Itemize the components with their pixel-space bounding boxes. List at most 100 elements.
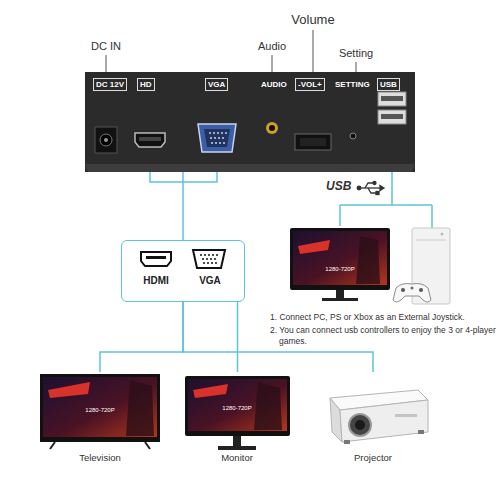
illustration-part xyxy=(202,258,204,260)
callout-label: Setting xyxy=(339,47,373,60)
illustration-part xyxy=(350,133,356,139)
projector xyxy=(330,390,428,444)
illustration-part xyxy=(378,92,406,106)
illustration-part xyxy=(395,414,417,417)
port-label: DC 12V xyxy=(93,78,127,91)
illustration-part xyxy=(211,142,213,144)
illustration-part xyxy=(219,142,221,144)
illustration-part xyxy=(200,254,202,256)
illustration-part xyxy=(215,262,217,264)
illustration-part xyxy=(85,72,415,172)
illustration-part xyxy=(254,382,282,430)
illustration-part xyxy=(209,132,211,134)
connector-name: HDMI xyxy=(143,275,169,287)
port-label: VGA xyxy=(205,78,228,91)
illustration-part xyxy=(376,192,379,195)
illustration-part xyxy=(104,138,108,142)
illustration-part xyxy=(216,254,218,256)
illustration-part xyxy=(95,127,117,153)
illustration-part xyxy=(266,122,278,134)
illustration-part xyxy=(48,382,90,398)
illustration-part xyxy=(269,125,275,131)
illustration-part xyxy=(211,262,213,264)
device-panel-body xyxy=(85,72,415,172)
illustration-part xyxy=(198,124,236,152)
illustration-part xyxy=(411,287,414,290)
ports xyxy=(95,92,406,153)
illustration-part xyxy=(213,132,215,134)
device-caption: Monitor xyxy=(221,452,253,464)
illustration-part xyxy=(416,240,446,241)
callout-label: Audio xyxy=(258,40,286,53)
port-label: SETTING xyxy=(333,79,372,90)
illustration-part xyxy=(313,30,314,72)
illustration-part xyxy=(50,442,55,449)
projector-node: Projector xyxy=(318,372,428,468)
connector-icons xyxy=(141,250,225,268)
illustration-part xyxy=(293,231,387,285)
port-label: AUDIO xyxy=(259,79,289,90)
illustration-part xyxy=(214,137,216,139)
illustration-part xyxy=(290,228,390,290)
game-console xyxy=(393,228,450,304)
illustration-part xyxy=(43,377,157,437)
illustration-part xyxy=(193,250,225,268)
illustration-part xyxy=(203,262,205,264)
illustration-part xyxy=(135,133,165,147)
illustration-part xyxy=(419,288,423,292)
illustration-part xyxy=(381,114,403,119)
illustration-part xyxy=(139,137,161,141)
leader-lines xyxy=(106,30,356,72)
illustration-part xyxy=(100,134,112,146)
note-text: 1. Connect PC, PS or Xbox as an External… xyxy=(270,312,498,323)
monitor-node: Monitor xyxy=(180,372,295,468)
illustration-part xyxy=(212,254,214,256)
usb-bracket xyxy=(340,172,432,228)
illustration-part xyxy=(207,262,209,264)
illustration-part xyxy=(365,183,373,188)
illustration-part xyxy=(401,288,405,292)
illustration-part xyxy=(200,254,218,264)
illustration-part xyxy=(40,374,160,442)
illustration-part xyxy=(106,55,107,72)
illustration-part xyxy=(217,132,219,134)
illustration-part xyxy=(233,436,241,446)
illustration-part xyxy=(221,132,223,134)
connector-line xyxy=(182,172,184,240)
television-node: Television xyxy=(40,372,160,468)
illustration-part xyxy=(146,256,166,259)
illustration-part xyxy=(225,132,227,134)
callout-label: DC IN xyxy=(91,40,121,53)
illustration-part xyxy=(204,254,206,256)
usb-label: USB xyxy=(326,179,351,193)
illustration-part xyxy=(441,233,444,236)
illustration-part xyxy=(380,186,384,191)
illustration-part xyxy=(218,446,256,450)
illustration-part xyxy=(185,376,290,436)
port-label: HD xyxy=(137,78,155,91)
illustration-part xyxy=(272,55,273,72)
illustration-part xyxy=(215,142,217,144)
illustration-part xyxy=(214,258,216,260)
illustration-part xyxy=(356,62,357,72)
illustration-part xyxy=(393,284,431,303)
illustration-part xyxy=(349,414,371,436)
device-panel: DC 12VHDVGAAUDIO-VOL+SETTINGUSB xyxy=(85,72,415,172)
illustration-part xyxy=(322,298,358,301)
illustration-part xyxy=(295,134,331,150)
usb-symbol xyxy=(357,182,384,195)
illustration-part xyxy=(210,258,212,260)
monitor xyxy=(185,376,290,450)
illustration-part xyxy=(357,186,361,190)
illustration-part xyxy=(222,137,224,139)
illustration-part xyxy=(340,400,428,442)
illustration-part xyxy=(360,187,380,188)
illustration-part xyxy=(223,142,225,144)
illustration-part xyxy=(336,290,344,298)
screen-resolution: 1280-720P xyxy=(325,266,354,273)
connector-line xyxy=(237,302,239,372)
illustration-part xyxy=(204,129,230,147)
